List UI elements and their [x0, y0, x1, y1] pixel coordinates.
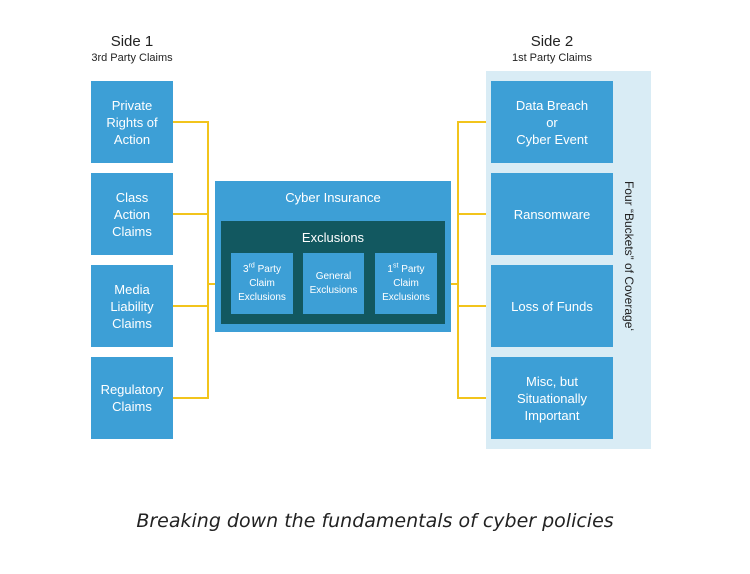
coverage-panel-label: Four “Buckets” of Coverageʻ — [622, 180, 636, 332]
side1-subtitle: 3rd Party Claims — [91, 52, 173, 64]
first-party-exclusions-rest: Claim Exclusions — [382, 277, 430, 303]
diagram-caption: Breaking down the fundamentals of cyber … — [136, 510, 614, 532]
third-party-exclusions-rest: Claim Exclusions — [238, 277, 286, 303]
third-party-exclusions-line1: 3rd Party — [243, 262, 281, 275]
side2-subtitle: 1st Party Claims — [511, 52, 593, 64]
coverage-box-misc: Misc, but Situationally Important — [491, 357, 613, 439]
third-party-exclusions-box: 3rd Party Claim Exclusions — [231, 253, 293, 314]
first-party-exclusions-box: 1st Party Claim Exclusions — [375, 253, 437, 314]
claim-box-private-rights: Private Rights of Action — [91, 81, 173, 163]
side2-title: Side 2 — [530, 33, 574, 50]
claim-box-class-action: Class Action Claims — [91, 173, 173, 255]
cyber-insurance-title: Cyber Insurance — [285, 190, 381, 205]
coverage-box-data-breach: Data Breach or Cyber Event — [491, 81, 613, 163]
side1-title: Side 1 — [110, 33, 154, 50]
first-party-exclusions-line1: 1st Party — [387, 262, 425, 275]
coverage-box-loss-of-funds: Loss of Funds — [491, 265, 613, 347]
coverage-box-ransomware: Ransomware — [491, 173, 613, 255]
claim-box-media-liability: Media Liability Claims — [91, 265, 173, 347]
general-exclusions-box: General Exclusions — [303, 253, 364, 314]
claim-box-regulatory: Regulatory Claims — [91, 357, 173, 439]
exclusions-title: Exclusions — [301, 230, 365, 245]
